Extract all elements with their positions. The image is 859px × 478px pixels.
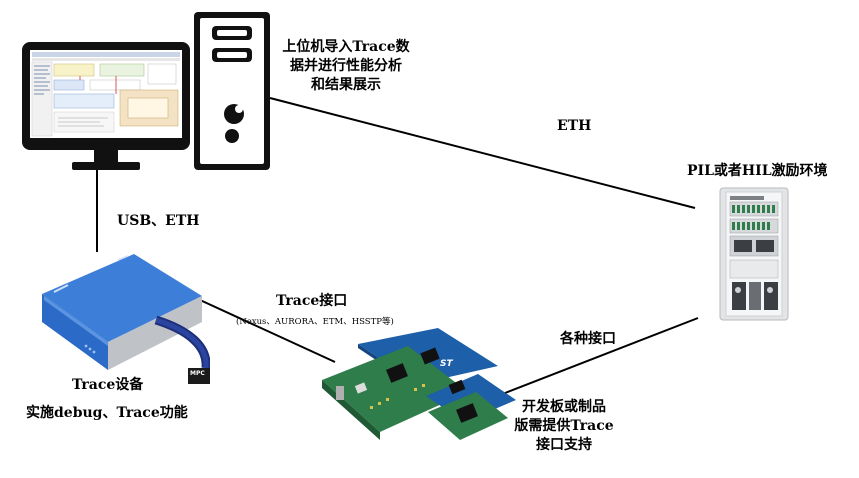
hil-rack-icon bbox=[719, 187, 789, 321]
trace-device-label: Trace设备 bbox=[72, 377, 144, 393]
trace-device-function: 实施debug、Trace功能 bbox=[26, 405, 188, 421]
trace-interface-protocols: (Nexus、AURORA、ETM、HSSTP等) bbox=[236, 317, 394, 327]
pc-tower-icon bbox=[194, 12, 270, 170]
pc-caption: 上位机导入Trace数 据并进行性能分析 和结果展示 bbox=[276, 38, 416, 95]
board-caption-line-1: 开发板或制品 bbox=[522, 399, 606, 415]
trace-device-icon bbox=[42, 254, 210, 384]
eth-label: ETH bbox=[557, 118, 592, 134]
board-caption-line-2: 版需提供Trace bbox=[514, 418, 614, 434]
board-caption: 开发板或制品 版需提供Trace 接口支持 bbox=[498, 398, 630, 455]
board-to-pil-line bbox=[504, 317, 699, 394]
trace-to-board-line bbox=[199, 299, 336, 363]
board-caption-line-3: 接口支持 bbox=[536, 437, 592, 453]
pc-caption-line-3: 和结果展示 bbox=[311, 77, 381, 93]
various-interfaces-label: 各种接口 bbox=[560, 331, 616, 347]
st-logo: ST bbox=[440, 359, 453, 369]
monitor-icon bbox=[22, 42, 190, 170]
mpc-connector-label: MPC bbox=[190, 370, 205, 377]
pc-caption-line-1: 上位机导入Trace数 bbox=[282, 39, 410, 55]
pil-caption: PIL或者HIL激励环境 bbox=[687, 163, 828, 179]
pc-caption-line-2: 据并进行性能分析 bbox=[290, 58, 402, 74]
trace-interface-label: Trace接口 bbox=[276, 293, 348, 309]
pc-to-pil-line bbox=[269, 97, 696, 209]
dev-board-icon: ST bbox=[322, 328, 516, 440]
usb-eth-label: USB、ETH bbox=[117, 213, 200, 229]
